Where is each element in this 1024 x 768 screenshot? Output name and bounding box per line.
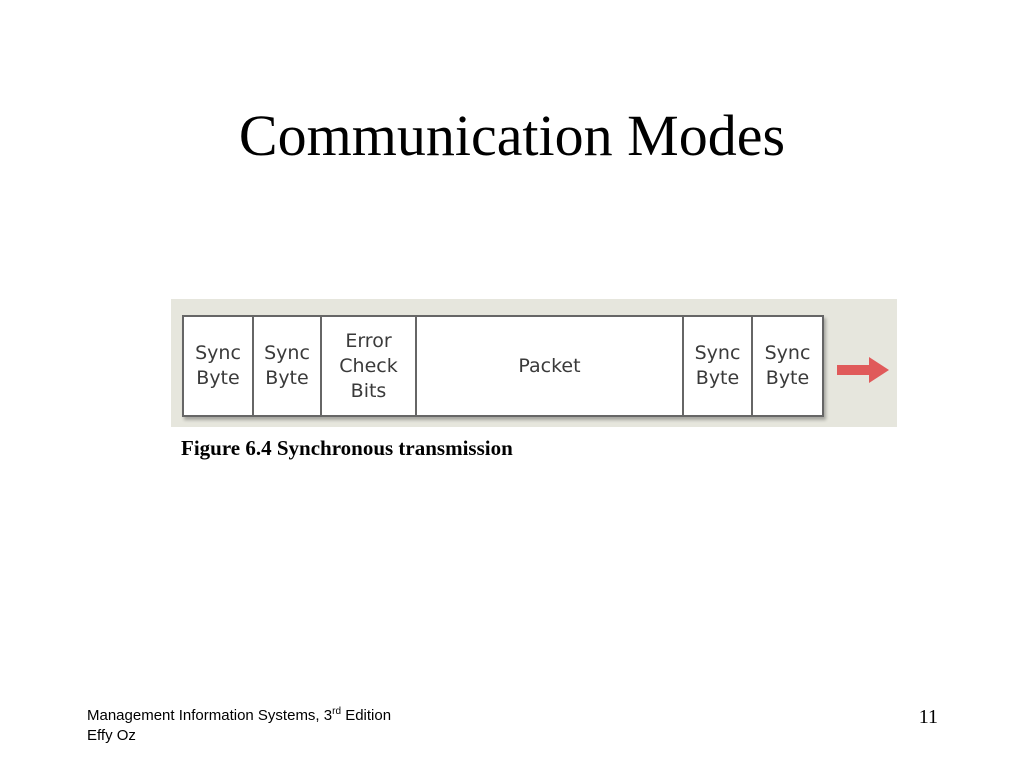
footer-book-title: Management Information Systems, 3rd Edit… — [87, 706, 391, 726]
figure-caption: Figure 6.4 Synchronous transmission — [181, 436, 513, 460]
book-title-edition: Edition — [341, 707, 392, 724]
error-check-bits-cell: Error Check Bits — [322, 317, 417, 415]
book-title-superscript: rd — [332, 706, 342, 717]
footer-author: Effy Oz — [87, 727, 136, 744]
page-number: 11 — [918, 706, 938, 728]
slide-title: Communication Modes — [238, 103, 786, 168]
sync-byte-cell: Sync Byte — [254, 317, 322, 415]
packet-cell: Packet — [417, 317, 684, 415]
arrow-right-icon — [837, 357, 889, 383]
sync-byte-cell: Sync Byte — [764, 342, 811, 389]
footer-book-info: Management Information Systems, 3rd Edit… — [87, 706, 391, 746]
book-title-text: Management Information Systems, 3 — [87, 707, 333, 724]
sync-byte-cell: Sync Byte — [684, 317, 753, 415]
sync-byte-cell: Sync Byte — [184, 317, 254, 415]
transmission-frame: Sync Byte Sync Byte Error Check Bits Pac… — [182, 315, 824, 417]
